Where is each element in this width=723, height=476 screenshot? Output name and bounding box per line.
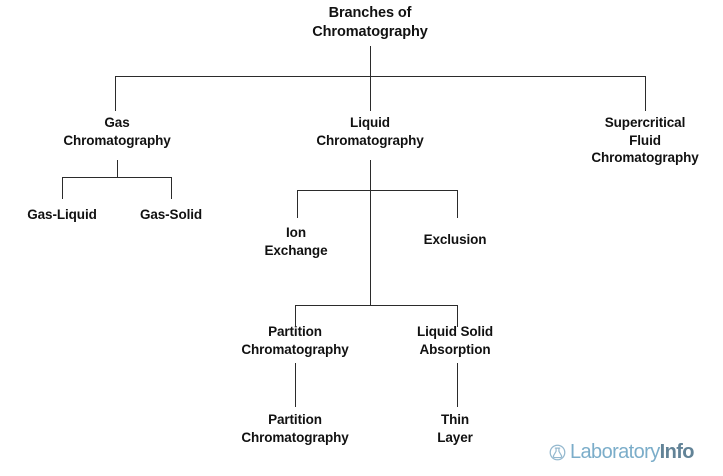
node-gas-liquid: Gas-Liquid <box>27 207 97 222</box>
node-ion-exchange: Ion Exchange <box>264 225 328 258</box>
connector-liquid-stem <box>370 160 372 191</box>
connector-drop-partition-leaf <box>295 363 297 407</box>
node-liquid-solid-absorption: Liquid Solid Absorption <box>416 324 494 357</box>
watermark-brand-primary: Laboratory <box>570 441 660 463</box>
node-liquid-chromatography: Liquid Chromatography <box>316 115 424 148</box>
connector-drop-supercritical <box>645 76 647 111</box>
connector-gas-stem <box>117 160 119 178</box>
connector-liquid-bus <box>297 190 458 192</box>
connector-drop-gas-liquid <box>62 177 64 199</box>
node-supercritical-fluid-chromatography: Supercritical Fluid Chromatography <box>591 115 699 166</box>
node-thin-layer: Thin Layer <box>437 412 473 445</box>
connector-drop-ion-exchange <box>297 190 299 218</box>
node-gas-solid: Gas-Solid <box>139 207 203 222</box>
connector-drop-gas-solid <box>171 177 173 199</box>
connector-drop-partition <box>295 305 297 327</box>
connector-root-stem <box>370 46 372 77</box>
node-partition-chromatography-leaf: Partition Chromatography <box>241 412 349 445</box>
node-gas-chromatography: Gas Chromatography <box>63 115 171 148</box>
node-exclusion: Exclusion <box>423 232 487 247</box>
node-root-branches-of-chromatography: Branches of Chromatography <box>312 5 428 40</box>
connector-drop-exclusion <box>457 190 459 218</box>
watermark-brand-secondary: Info <box>659 441 695 463</box>
laboratory-flask-circle-icon <box>549 444 566 460</box>
node-partition-chromatography: Partition Chromatography <box>241 324 349 357</box>
connector-drop-liquid-solid <box>457 305 459 327</box>
connector-drop-thin-layer <box>457 363 459 407</box>
connector-gas-bus <box>62 177 172 179</box>
connector-sublevel-bus <box>295 305 458 307</box>
connector-level1-bus <box>115 76 646 78</box>
connector-drop-gas <box>115 76 117 111</box>
connector-drop-liquid <box>370 76 372 111</box>
connector-liquid-center-stem <box>370 190 372 306</box>
